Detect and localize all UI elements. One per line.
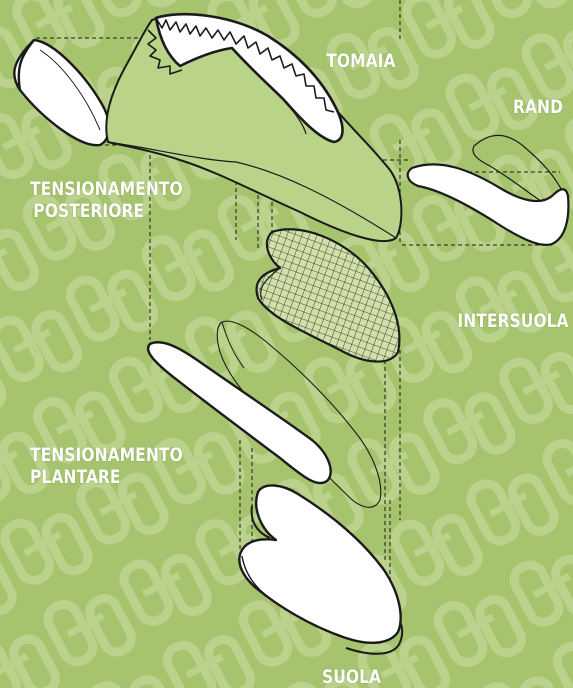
label-line: POSTERIORE	[30, 200, 183, 222]
label-tomaia: TOMAIA	[326, 50, 395, 72]
label-line: TENSIONAMENTO	[30, 444, 183, 466]
label-tensionamento-plantare: TENSIONAMENTO PLANTARE	[30, 444, 183, 488]
label-rand: RAND	[513, 96, 563, 118]
label-suola: SUOLA	[322, 666, 381, 688]
label-line: PLANTARE	[30, 466, 183, 488]
label-intersuola: INTERSUOLA	[458, 310, 569, 332]
label-line: TENSIONAMENTO	[30, 178, 183, 200]
label-tensionamento-posteriore: TENSIONAMENTO POSTERIORE	[30, 178, 183, 222]
